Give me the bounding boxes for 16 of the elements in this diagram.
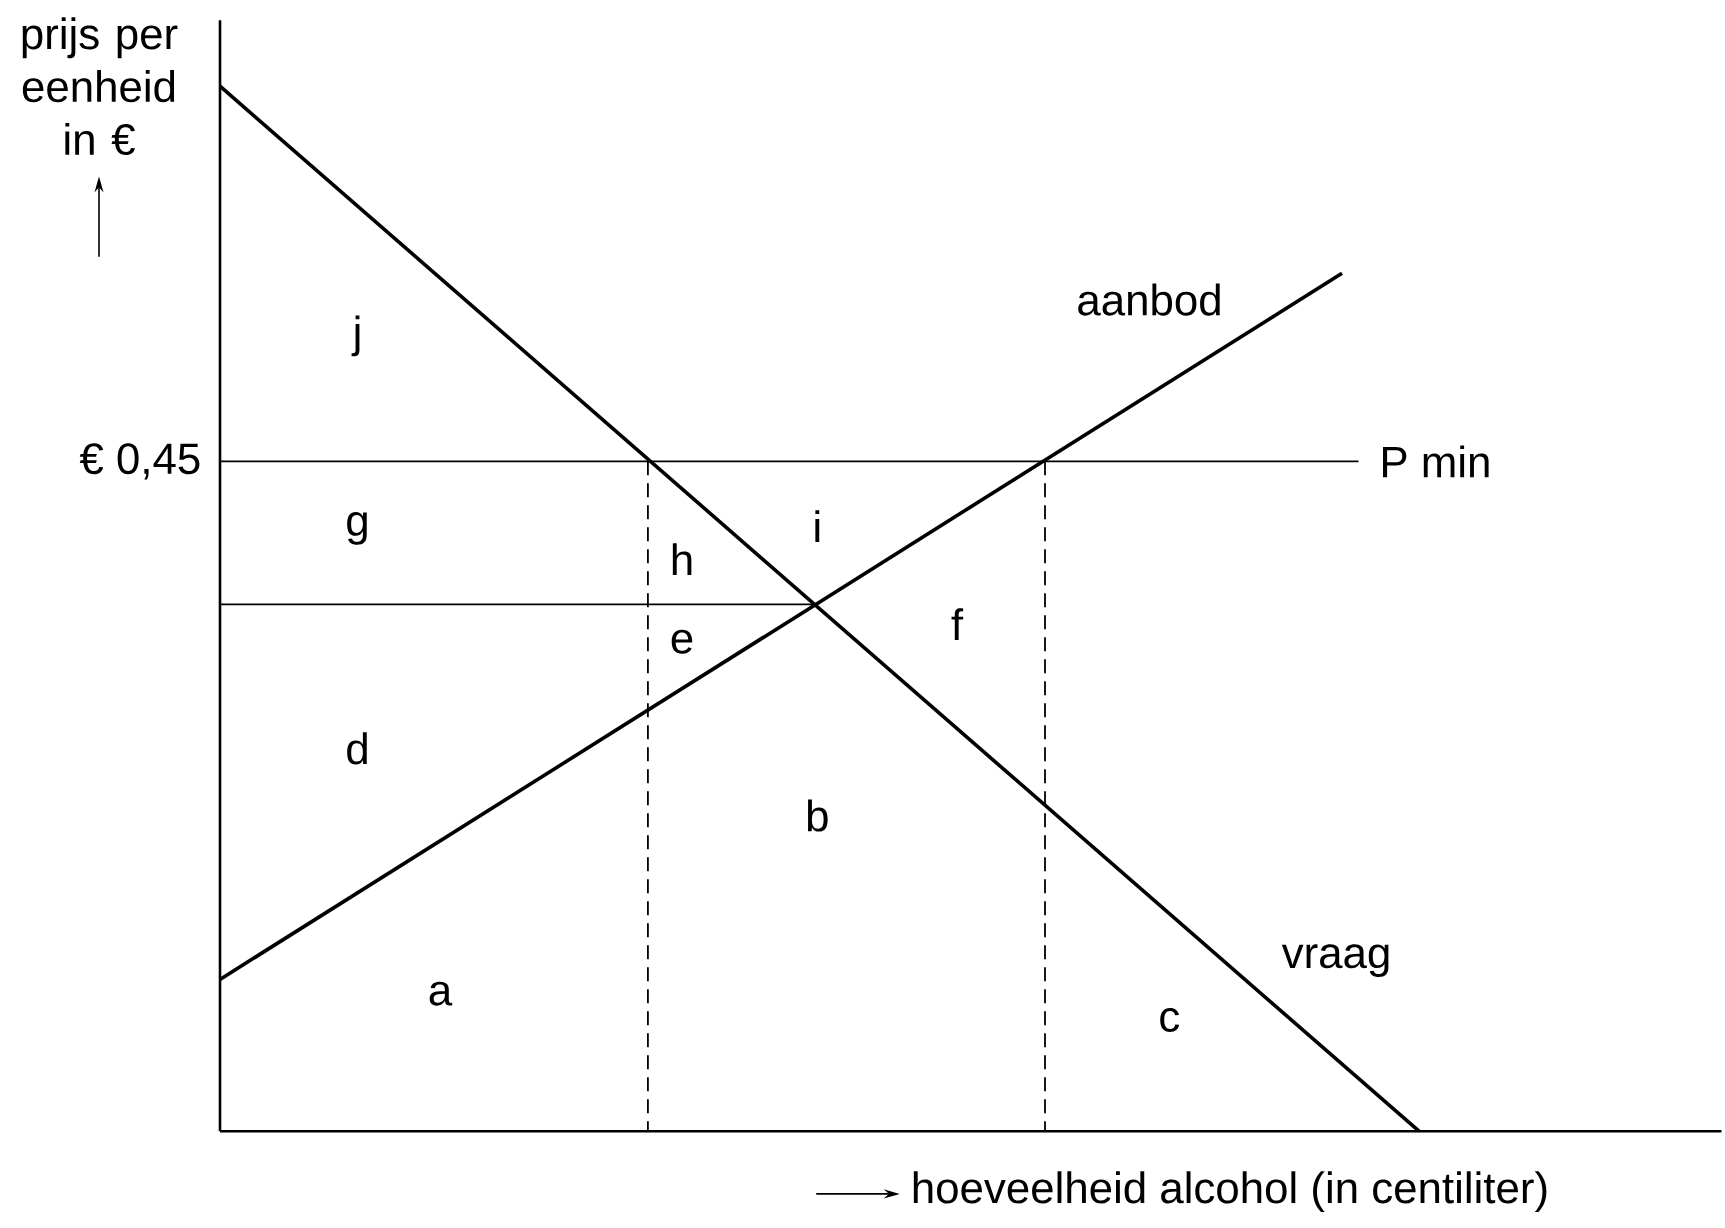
area-label: d	[347, 732, 367, 765]
area-label: c	[1160, 1008, 1180, 1033]
axis-label: prijs per eenheid in €	[22, 17, 178, 156]
area-label: i	[815, 510, 820, 543]
area-label: f	[951, 608, 964, 640]
area-label: h	[672, 543, 692, 576]
tick-label: € 0,45	[79, 443, 200, 480]
curve-label: aanbod	[1078, 283, 1220, 316]
area-label: e	[671, 629, 693, 654]
area-label: a	[429, 981, 453, 1006]
curve-label: vraag	[1281, 944, 1389, 978]
area-label: g	[347, 512, 367, 545]
curve-label: P min	[1383, 445, 1489, 478]
area-label: j	[351, 315, 360, 357]
area-label: b	[807, 799, 828, 832]
axis-label: hoeveelheid alcohol (in centiliter)	[913, 1171, 1547, 1213]
